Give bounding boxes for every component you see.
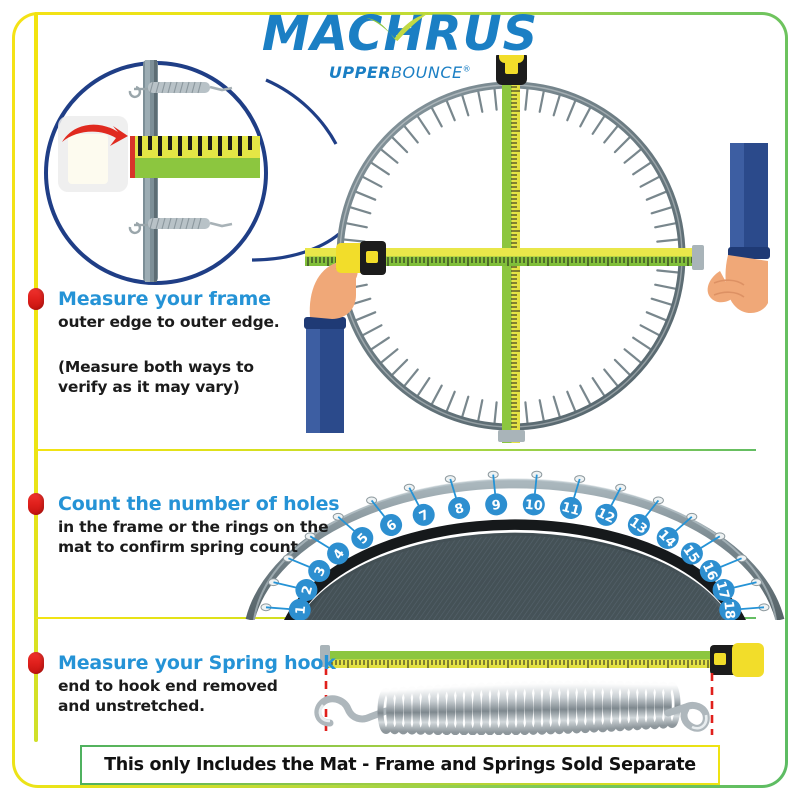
spring-body [314,680,710,735]
trampoline-frame-top-view [304,55,770,443]
step-1-heading: Measure your frame [58,288,271,310]
step-1-body-line-1: outer edge to outer edge. [58,313,280,331]
bullet-marker-step-2 [28,493,44,515]
step-2-body: in the frame or the rings on the mat to … [58,518,338,558]
callout-arrow [58,116,128,192]
step-1-note-line-1: (Measure both ways to [58,358,254,376]
svg-text:1: 1 [293,605,309,615]
hole-number-badge: 5 [351,527,374,549]
hole-number-badge: 10 [522,493,545,516]
svg-text:9: 9 [491,498,501,514]
frame-edge-magnifier [44,60,340,285]
hole-number-badge: 7 [412,503,435,526]
hole-number-badge: 18 [719,598,742,620]
tape-measure-housing-top [496,55,527,85]
step-2-heading: Count the number of holes [58,493,340,515]
svg-text:8: 8 [453,501,466,518]
bullet-marker-step-1 [28,288,44,310]
step-2-body-line-1: in the frame or the rings on the [58,518,329,536]
step-3-body: end to hook end removed and unstretched. [58,677,338,717]
hole-number-badge: 2 [295,579,318,601]
svg-text:12: 12 [594,506,617,527]
hole-number-badge: 9 [485,493,508,516]
svg-text:2: 2 [299,584,316,597]
step-3-heading: Measure your Spring hook [58,652,336,674]
step-3-body-line-1: end to hook end removed [58,677,278,695]
hole-number-badge: 8 [448,497,471,519]
svg-text:16: 16 [699,560,720,583]
accent-rail [34,12,38,742]
step-3-body-line-2: and unstretched. [58,696,205,715]
hole-number-badge: 1 [288,598,311,620]
hole-number-badge: 16 [699,560,722,583]
hole-number-badge: 6 [380,514,403,536]
hole-number-badge: 11 [560,497,582,519]
tape-measure-housing-spring [710,643,764,677]
tape-measure-housing-left [336,241,386,275]
tape-measure-zoomed [130,136,260,178]
section-divider-1 [36,449,756,451]
hand-right-holding-tape [707,143,770,314]
bullet-marker-step-3 [28,652,44,674]
svg-text:17: 17 [713,580,732,601]
spring-with-tape-measure [314,643,764,735]
svg-text:10: 10 [524,498,543,515]
step-1-note: (Measure both ways to verify as it may v… [58,358,318,398]
svg-text:11: 11 [560,500,581,519]
hole-number-badge: 15 [679,542,703,566]
spring-upper [128,81,233,99]
step-1-note-line-2: verify as it may vary) [58,377,240,396]
hand-left-holding-tape [304,254,363,433]
hole-number-badge: 14 [655,527,679,551]
spring-lower [128,217,233,235]
hole-number-badge: 12 [594,503,618,527]
footer-banner: This only Includes the Mat - Frame and S… [80,745,720,785]
hole-number-badge: 4 [327,542,350,565]
hole-number-badge: 13 [626,514,650,538]
hole-number-badge: 3 [308,560,331,582]
svg-text:18: 18 [720,600,737,619]
step-1-body: outer edge to outer edge. [58,313,318,333]
footer-banner-text: This only Includes the Mat - Frame and S… [104,755,696,775]
hole-number-badge: 17 [713,579,735,601]
step-2-body-line-2: mat to confirm spring count [58,537,298,556]
